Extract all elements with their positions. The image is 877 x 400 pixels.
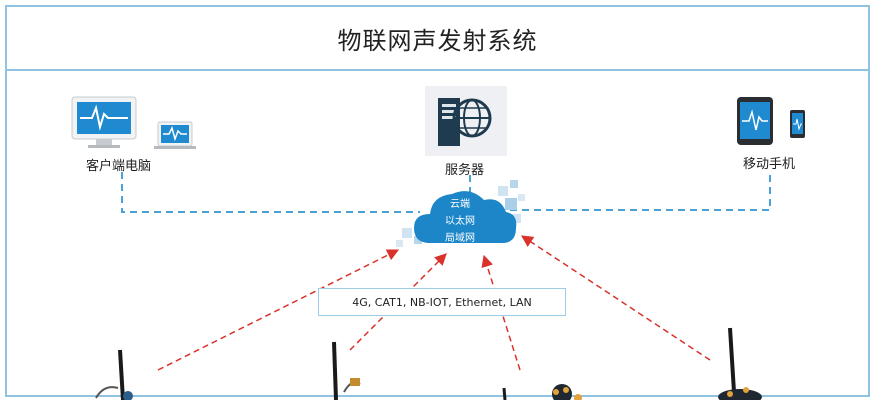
cloud-label-ethernet: 以太网	[445, 216, 475, 227]
server-label: 服务器	[445, 163, 485, 178]
title-bar: 物联网声发射系统	[5, 5, 870, 71]
antenna-sensor-icon	[502, 384, 582, 400]
protocol-box: 4G, CAT1, NB-IOT, Ethernet, LAN	[318, 288, 566, 316]
link-mobile-cloud	[510, 175, 771, 211]
page-title: 物联网声发射系统	[337, 26, 538, 55]
server-globe-icon	[425, 86, 507, 156]
uplink-arrows	[157, 235, 711, 371]
cloud-label-lan: 局域网	[445, 233, 475, 244]
cloud-icon	[396, 180, 525, 247]
link-client-cloud	[121, 172, 420, 213]
protocol-list: 4G, CAT1, NB-IOT, Ethernet, LAN	[352, 295, 532, 309]
client-pc-label: 客户端电脑	[86, 159, 152, 174]
uplink-arrow-1	[157, 249, 400, 371]
tablet-phone-icon	[737, 97, 805, 145]
uplink-arrow-4	[520, 235, 711, 361]
mobile-phone-label: 移动手机	[743, 157, 796, 172]
uplink-arrow-2	[349, 253, 447, 351]
antenna-sensor-icon	[718, 327, 762, 400]
antenna-sensor-icon	[95, 349, 133, 400]
antenna-sensor-icon	[332, 341, 361, 400]
cloud-label-cloud: 云端	[450, 199, 470, 210]
desktop-laptop-icon	[71, 96, 196, 149]
cloud-labels: 云端 以太网 局域网	[430, 196, 490, 247]
